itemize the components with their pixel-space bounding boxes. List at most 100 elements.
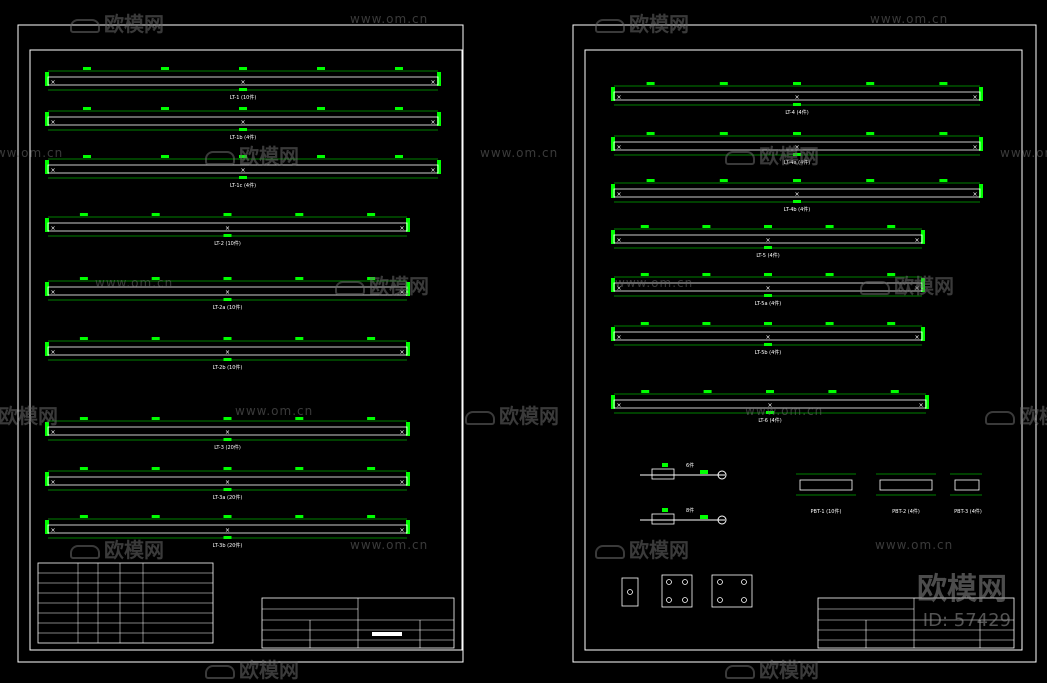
svg-text:×: × — [50, 349, 55, 356]
sheet-right: ×××LT-4 (4件)×××LT-4a (4件)×××LT-4b (4件)××… — [572, 24, 1037, 663]
left-beam-label: LT-2b (10件) — [213, 364, 243, 371]
watermark-brand-text: 欧模网 — [629, 12, 689, 36]
sheet-right-outer-frame — [572, 24, 1037, 663]
svg-text:×: × — [225, 527, 230, 534]
watermark-brand-text: 欧模网 — [1019, 404, 1047, 428]
right-beam-2: ×××LT-4a (4件) — [611, 132, 983, 166]
left-beam-label: LT-2 (10件) — [214, 240, 241, 247]
watermark-url: www.om.cn — [870, 12, 949, 26]
right-beam-label: LT-5a (4件) — [755, 300, 781, 307]
left-beam-label: LT-1c (4件) — [230, 182, 256, 189]
watermark-brand-text: 欧模网 — [104, 12, 164, 36]
left-beam-9: ×××LT-3b (20件) — [45, 515, 410, 549]
watermark-brand-text: 欧模网 — [369, 274, 429, 298]
left-beam-7: ×××LT-3 (20件) — [45, 417, 410, 451]
watermark-brand-text: 欧模网 — [894, 274, 954, 298]
svg-text:×: × — [430, 167, 435, 174]
svg-text:×: × — [914, 334, 919, 341]
svg-text:×: × — [50, 119, 55, 126]
left-beam-label: LT-3a (20件) — [213, 494, 243, 501]
sofa-icon — [725, 664, 755, 679]
watermark-brand-text: 欧模网 — [0, 404, 58, 428]
left-beam-6: × × × LT-2b (10件) — [45, 337, 410, 371]
svg-text:×: × — [399, 527, 404, 534]
sofa-icon — [725, 150, 755, 165]
watermark-url: www.om.cn — [615, 276, 694, 290]
svg-text:×: × — [50, 79, 55, 86]
watermark-brand-text: 欧模网 — [759, 144, 819, 168]
left-beam-label: LT-3 (20件) — [214, 444, 241, 451]
svg-text:×: × — [225, 349, 230, 356]
sofa-icon — [70, 18, 100, 33]
sofa-icon — [595, 544, 625, 559]
svg-text:×: × — [225, 429, 230, 436]
svg-text:×: × — [918, 402, 923, 409]
svg-text:×: × — [430, 119, 435, 126]
svg-text:×: × — [399, 225, 404, 232]
svg-text:×: × — [399, 429, 404, 436]
sofa-icon — [465, 410, 495, 425]
sheet-right-inner-frame — [584, 49, 1023, 651]
watermark-brand: 欧模网 — [335, 270, 429, 299]
sofa-icon — [595, 18, 625, 33]
svg-text:×: × — [50, 167, 55, 174]
svg-text:×: × — [225, 479, 230, 486]
left-beam-label: LT-1 (10件) — [230, 94, 257, 101]
right-beam-1: ×××LT-4 (4件) — [611, 82, 983, 116]
rod-1-count: 6件 — [686, 462, 694, 469]
watermark-id: ID: 57429 — [922, 610, 1011, 631]
svg-text:×: × — [50, 479, 55, 486]
right-beam-label: LT-5b (4件) — [755, 349, 782, 356]
svg-text:×: × — [765, 237, 770, 244]
svg-text:×: × — [430, 79, 435, 86]
watermark-brand-text: 欧模网 — [629, 538, 689, 562]
watermark-url: www.om.cn — [480, 146, 559, 160]
svg-text:×: × — [240, 167, 245, 174]
watermark-url: www.om.cn — [1000, 146, 1047, 160]
svg-text:×: × — [399, 349, 404, 356]
svg-text:×: × — [972, 144, 977, 151]
svg-text:×: × — [616, 402, 621, 409]
left-beam-label: LT-3b (20件) — [213, 542, 243, 549]
left-beam-3: × × × LT-1c (4件) — [45, 155, 441, 189]
svg-text:×: × — [794, 191, 799, 198]
pbt-2-label: PBT-2 (4件) — [892, 508, 920, 515]
sofa-icon — [335, 280, 365, 295]
sofa-icon — [860, 280, 890, 295]
watermark-brand: 欧模网 — [0, 400, 58, 429]
left-beam-1: × × × LT-1 (10件) — [45, 67, 441, 101]
pbt-1-label: PBT-1 (10件) — [811, 508, 842, 515]
sofa-icon — [205, 664, 235, 679]
svg-text:×: × — [616, 285, 621, 292]
watermark-brand: 欧模网 — [595, 534, 689, 563]
right-beam-4: ×××LT-5 (4件) — [611, 225, 925, 259]
watermark-brand: 欧模网 — [595, 8, 689, 37]
svg-text:×: × — [240, 119, 245, 126]
svg-text:×: × — [240, 79, 245, 86]
svg-text:×: × — [225, 289, 230, 296]
left-beam-5: ×××LT-2a (10件) — [45, 277, 410, 311]
sheet-left-outer-frame — [17, 24, 464, 663]
svg-text:×: × — [616, 144, 621, 151]
right-beam-7: ×××LT-6 (4件) — [611, 390, 929, 424]
watermark-url: www.om.cn — [235, 404, 314, 418]
left-beam-4: ×××LT-2 (10件) — [45, 213, 410, 247]
left-beam-label: LT-2a (10件) — [213, 304, 243, 311]
watermark-url: www.om.cn — [350, 538, 429, 552]
left-beam-8: × × × LT-3a (20件) — [45, 467, 410, 501]
watermark-brand-text: 欧模网 — [239, 658, 299, 682]
watermark-url: www.om.cn — [875, 538, 954, 552]
svg-text:×: × — [914, 285, 919, 292]
left-beam-2: ×××LT-1b (4件) — [45, 107, 441, 141]
right-beam-label: LT-6 (4件) — [758, 417, 781, 424]
svg-text:×: × — [616, 94, 621, 101]
sheet-left: ×××LT-1 (10件)×××LT-1b (4件)×××LT-1c (4件)×… — [17, 24, 464, 663]
watermark-brand: 欧模网 — [465, 400, 559, 429]
svg-text:×: × — [225, 225, 230, 232]
svg-text:×: × — [399, 479, 404, 486]
left-beam-group: ×××LT-1 (10件)×××LT-1b (4件)×××LT-1c (4件)×… — [45, 67, 441, 549]
watermark-url: www.om.cn — [0, 146, 64, 160]
right-beam-6: ×××LT-5b (4件) — [611, 322, 925, 356]
watermark-brand-text: 欧模网 — [104, 538, 164, 562]
